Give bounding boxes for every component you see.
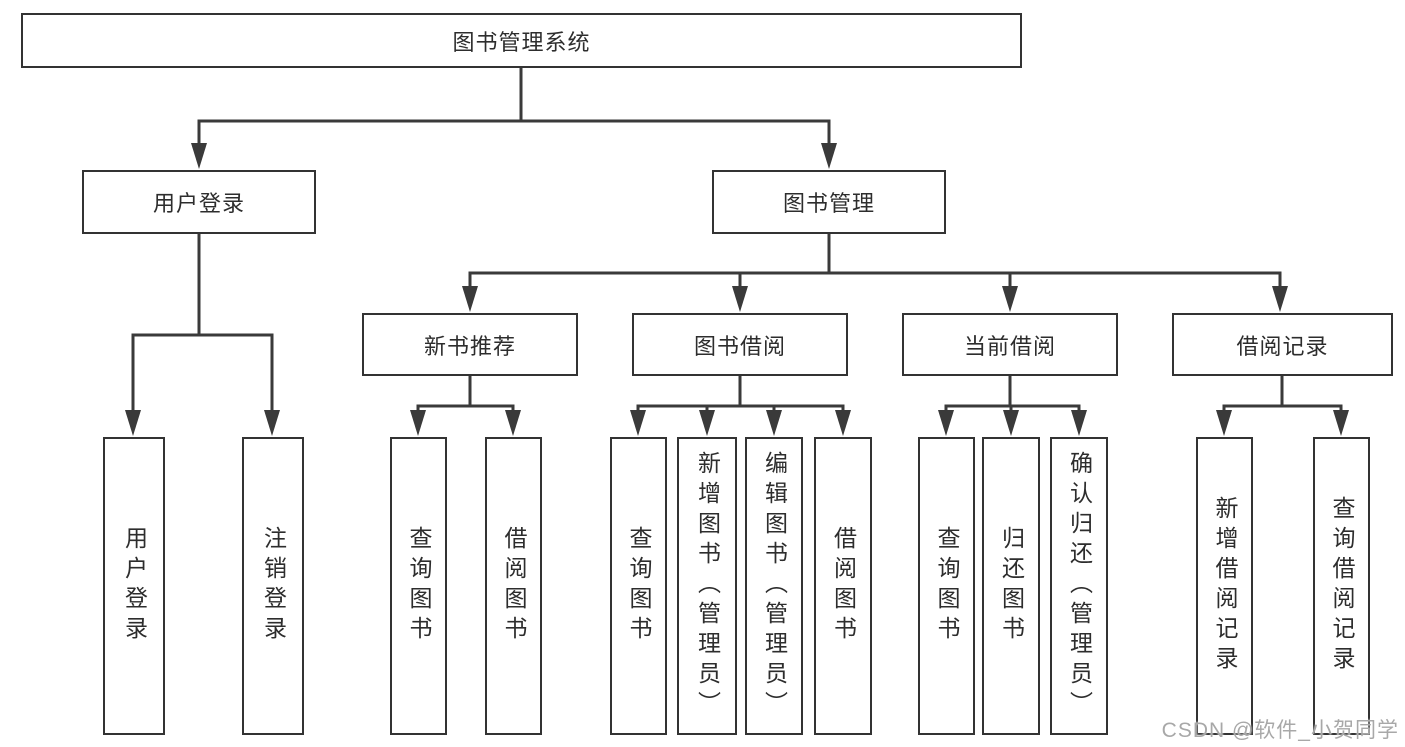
node-user-login: 用户登录 xyxy=(82,170,316,234)
leaf-edit-book-admin: 编辑图书（管理员） xyxy=(745,437,803,735)
node-current-borrow: 当前借阅 xyxy=(902,313,1118,376)
watermark: CSDN @软件_小贺同学 xyxy=(1161,719,1399,742)
node-root: 图书管理系统 xyxy=(21,13,1022,68)
leaf-recommend-borrow-book: 借阅图书 xyxy=(485,437,542,735)
leaf-borrow-query-book: 查询图书 xyxy=(610,437,667,735)
leaf-confirm-return-admin: 确认归还（管理员） xyxy=(1050,437,1108,735)
node-borrow-records: 借阅记录 xyxy=(1172,313,1393,376)
node-book-management: 图书管理 xyxy=(712,170,946,234)
leaf-logout: 注销登录 xyxy=(242,437,304,735)
leaf-add-book-admin: 新增图书（管理员） xyxy=(677,437,737,735)
leaf-return-book: 归还图书 xyxy=(982,437,1040,735)
leaf-add-borrow-record: 新增借阅记录 xyxy=(1196,437,1253,735)
leaf-query-borrow-record: 查询借阅记录 xyxy=(1313,437,1370,735)
node-book-borrow: 图书借阅 xyxy=(632,313,848,376)
node-new-book-recommend: 新书推荐 xyxy=(362,313,578,376)
leaf-borrow-book: 借阅图书 xyxy=(814,437,872,735)
leaf-recommend-query-book: 查询图书 xyxy=(390,437,447,735)
leaf-user-login: 用户登录 xyxy=(103,437,165,735)
leaf-current-query-book: 查询图书 xyxy=(918,437,975,735)
